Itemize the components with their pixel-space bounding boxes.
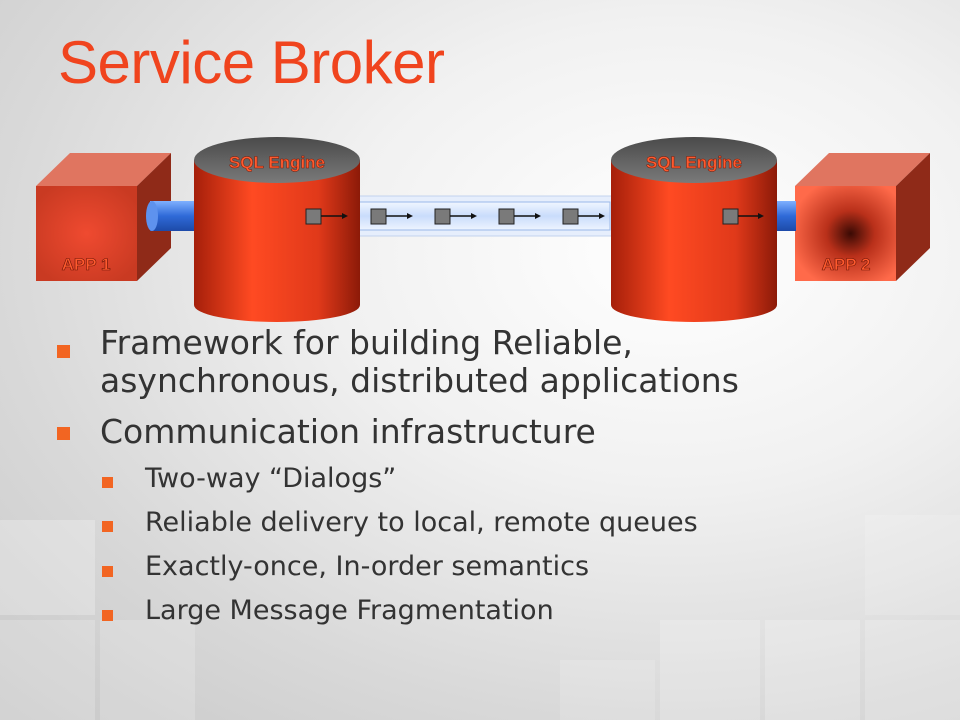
- queued-message-icon: [562, 208, 605, 225]
- sql-engine-2-cylinder: [611, 137, 777, 322]
- bullet-marker-icon: [57, 345, 70, 358]
- sql-engine-1-cylinder: [194, 137, 360, 322]
- outgoing-message-icon: [305, 208, 348, 225]
- incoming-message-icon: [722, 208, 764, 225]
- queued-message-icon: [434, 208, 477, 225]
- sub-bullet-item: Exactly-once, In-order semantics: [145, 551, 590, 582]
- app1-label: APP 1: [62, 255, 111, 274]
- sql-engine-2-label: SQL Engine: [646, 153, 742, 172]
- sub-bullet-item: Reliable delivery to local, remote queue…: [145, 507, 698, 538]
- sub-bullet-item: Two-way “Dialogs”: [145, 463, 397, 494]
- app2-cube: [795, 153, 930, 281]
- sub-bullet-marker-icon: [102, 477, 113, 488]
- bullet-item: Communication infrastructure: [100, 412, 596, 451]
- queued-message-icon: [498, 208, 541, 225]
- bullet-item: Framework for building Reliable, asynchr…: [100, 324, 900, 400]
- app2-label: APP 2: [822, 255, 871, 274]
- bullet-text-line: Framework for building Reliable,: [100, 323, 633, 362]
- sub-bullet-item: Large Message Fragmentation: [145, 595, 554, 626]
- bullet-marker-icon: [57, 427, 70, 440]
- sub-bullet-marker-icon: [102, 566, 113, 577]
- sub-bullet-marker-icon: [102, 610, 113, 621]
- architecture-diagram: SQL Engine SQL Engine APP 1 APP 2: [36, 137, 930, 322]
- bullet-text-line: asynchronous, distributed applications: [100, 361, 739, 400]
- sub-bullet-marker-icon: [102, 521, 113, 532]
- slide-title: Service Broker: [58, 29, 445, 96]
- queued-message-icon: [370, 208, 413, 225]
- sql-engine-1-label: SQL Engine: [229, 153, 325, 172]
